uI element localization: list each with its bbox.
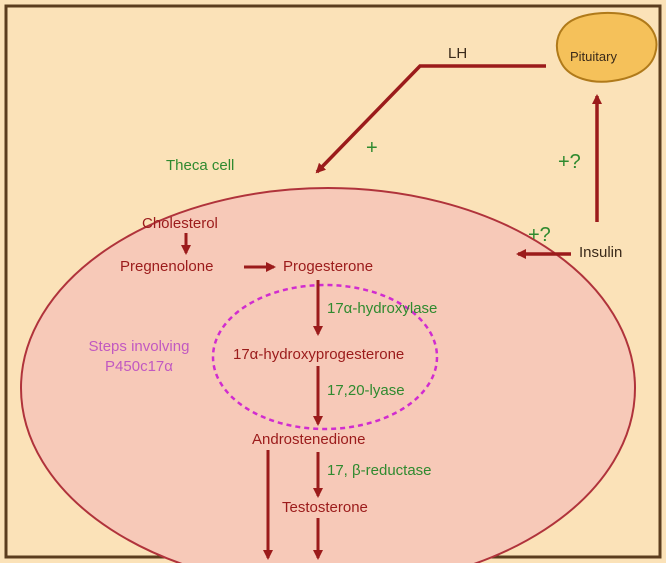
insulin-pituitary-question: +? — [558, 151, 581, 173]
insulin-cell-question: +? — [528, 224, 551, 246]
lh-arrow — [315, 64, 546, 174]
hydroxyprogesterone-label: 17α-hydroxyprogesterone — [233, 346, 405, 363]
reductase-enzyme-label: 17, β-reductase — [327, 462, 432, 479]
lh-stimulation-plus: + — [366, 137, 378, 159]
androstenedione-label: Androstenedione — [252, 431, 366, 448]
theca-cell-membrane — [20, 187, 636, 563]
testosterone-label: Testosterone — [282, 499, 368, 516]
p450-note-line1: Steps involving — [88, 338, 190, 355]
p450c17-region — [211, 283, 439, 431]
hydroxylase-enzyme-label: 17α-hydroxylase — [327, 300, 438, 317]
insulin-label: Insulin — [579, 244, 623, 261]
pituitary-label: Pituitary — [570, 49, 617, 64]
p450-note-line2: P450c17α — [105, 358, 173, 375]
pituitary-gland-icon — [555, 11, 658, 83]
lyase-enzyme-label: 17,20-lyase — [327, 382, 405, 399]
theca-cell-label: Theca cell — [166, 157, 235, 174]
cholesterol-label: Cholesterol — [142, 215, 218, 232]
pregnenolone-label: Pregnenolone — [120, 258, 214, 275]
lh-label: LH — [448, 45, 468, 62]
progesterone-label: Progesterone — [283, 258, 374, 275]
